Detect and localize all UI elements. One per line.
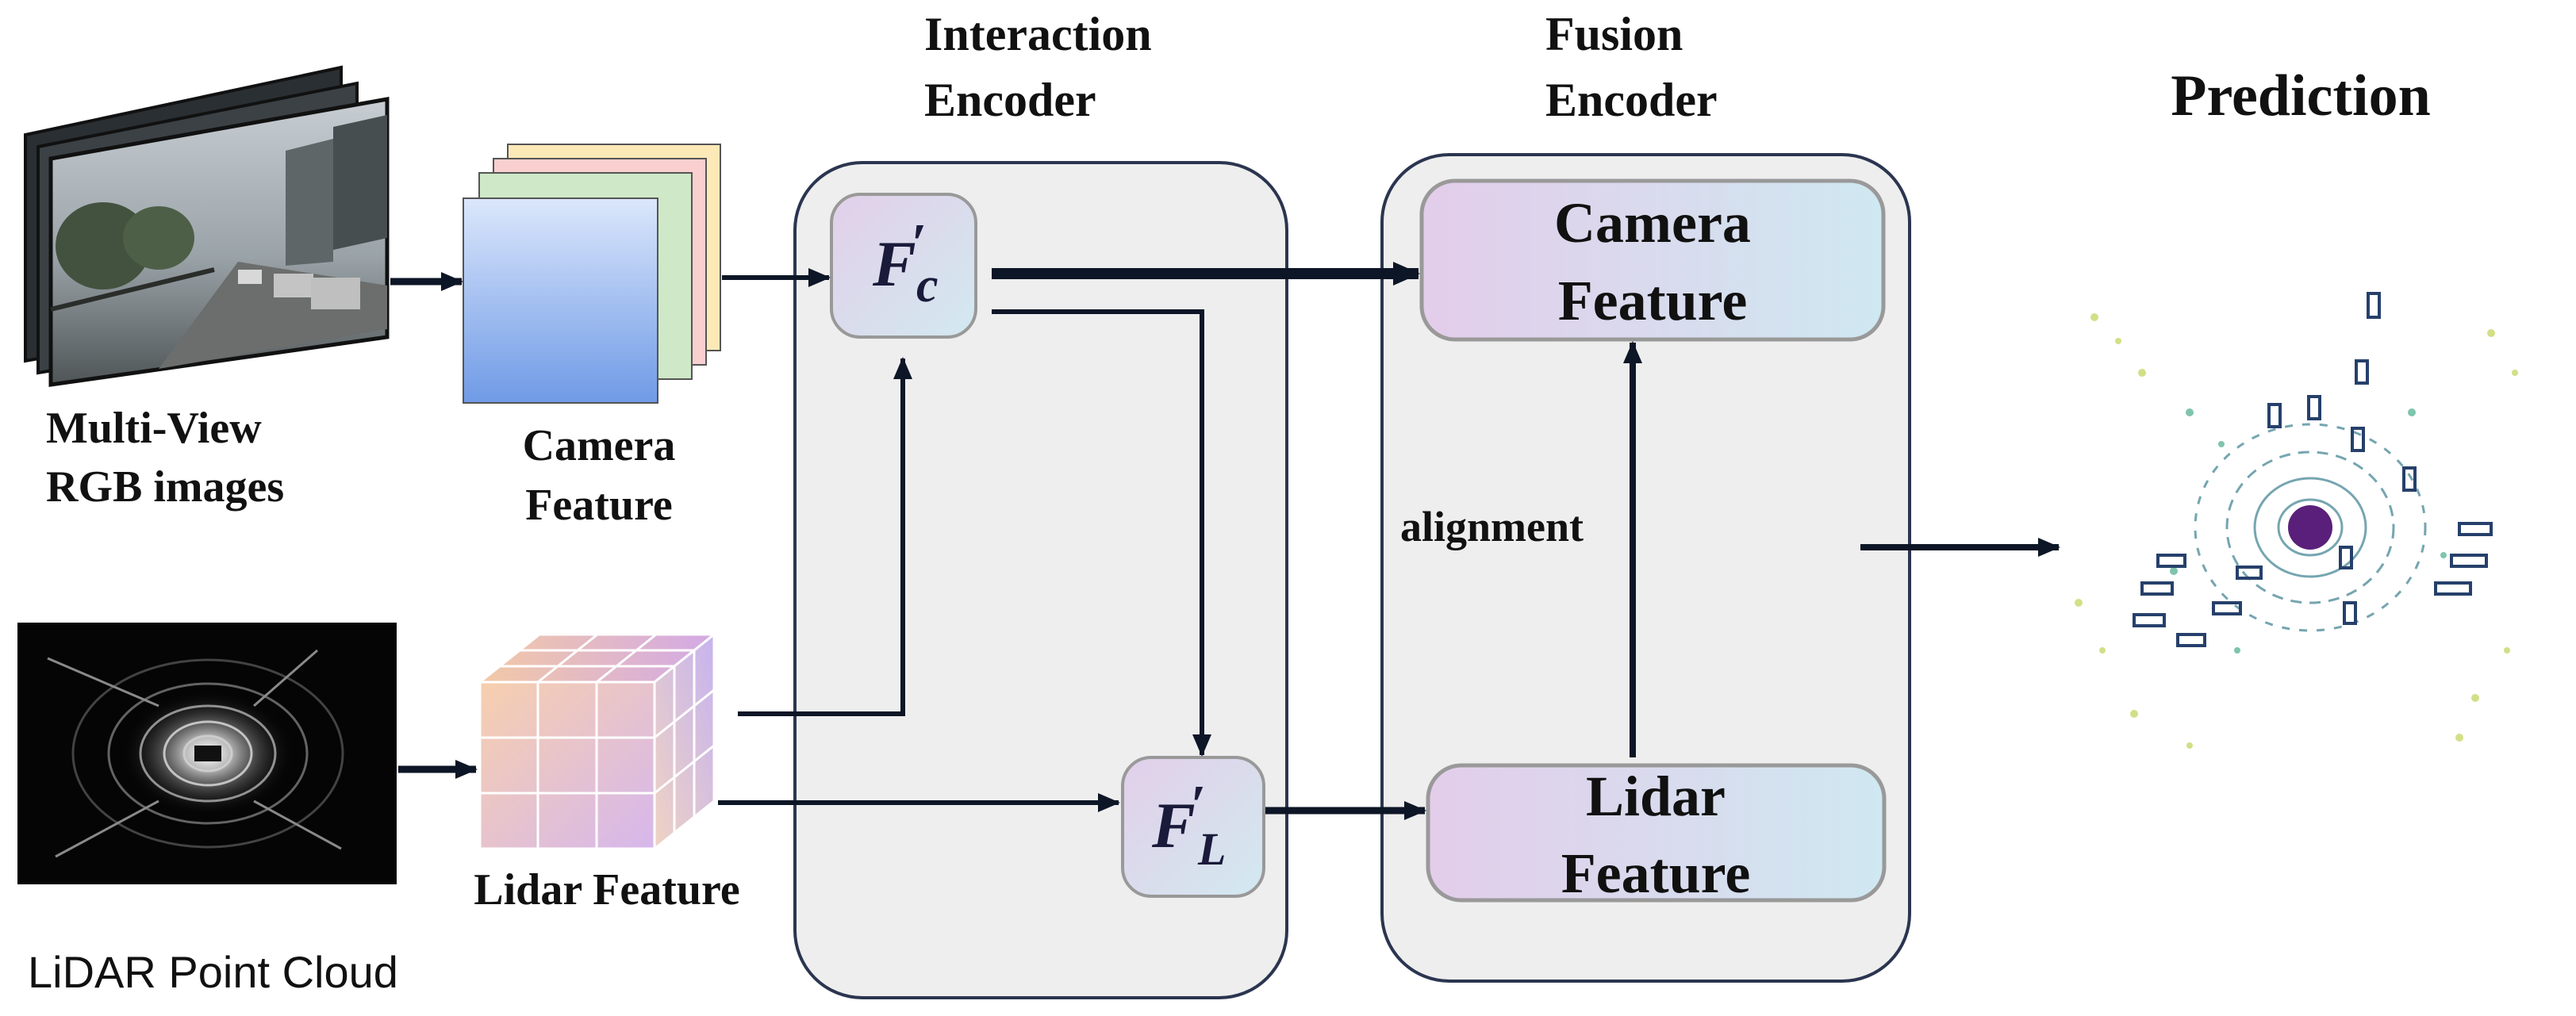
prediction-title: Prediction xyxy=(2171,63,2430,128)
arrow-lidar-feature-to-fc xyxy=(738,357,912,716)
alignment-label: alignment xyxy=(1400,503,1584,550)
interaction-encoder-title-line1: Interaction xyxy=(924,8,1152,60)
camera-feature-label-line2: Feature xyxy=(525,481,673,530)
fl-symbol: F xyxy=(1151,789,1196,861)
fusion-camera-line2: Feature xyxy=(1558,269,1748,332)
fc-subscript: c xyxy=(916,259,939,312)
arrow-fc-to-fl xyxy=(992,309,1211,757)
fc-prime: ′ xyxy=(911,213,927,274)
lidar-feature-cube xyxy=(476,631,718,852)
multiview-label-line1: Multi-View xyxy=(46,404,262,453)
fusion-lidar-line1: Lidar xyxy=(1586,765,1726,828)
fc-node: F ′ c xyxy=(830,193,977,339)
fusion-encoder-title-line1: Fusion xyxy=(1545,8,1683,60)
connector-arrows xyxy=(390,262,2060,820)
fl-subscript: L xyxy=(1197,823,1226,875)
lidar-feature-label: Lidar Feature xyxy=(474,865,739,914)
fl-prime: ′ xyxy=(1190,775,1206,836)
fusion-lidar-line2: Feature xyxy=(1561,842,1751,905)
interaction-encoder-title-line2: Encoder xyxy=(924,74,1096,126)
multiview-image-stack xyxy=(24,65,390,387)
fusion-lidar-feature-box: Lidar Feature xyxy=(1426,763,1887,905)
fl-node: F ′ L xyxy=(1121,756,1265,898)
lidar-point-cloud-label: LiDAR Point Cloud xyxy=(28,947,398,997)
fc-symbol: F xyxy=(872,228,916,300)
fusion-encoder-title-line2: Encoder xyxy=(1545,74,1718,126)
fusion-camera-feature-box: Camera Feature xyxy=(1419,178,1886,342)
lidar-point-cloud-image xyxy=(17,623,397,884)
fusion-camera-line1: Camera xyxy=(1554,191,1751,255)
camera-feature-label-line1: Camera xyxy=(523,421,676,470)
prediction-bev-image xyxy=(2059,262,2547,785)
camera-feature-stack xyxy=(463,144,721,404)
multiview-label-line2: RGB images xyxy=(46,462,284,512)
